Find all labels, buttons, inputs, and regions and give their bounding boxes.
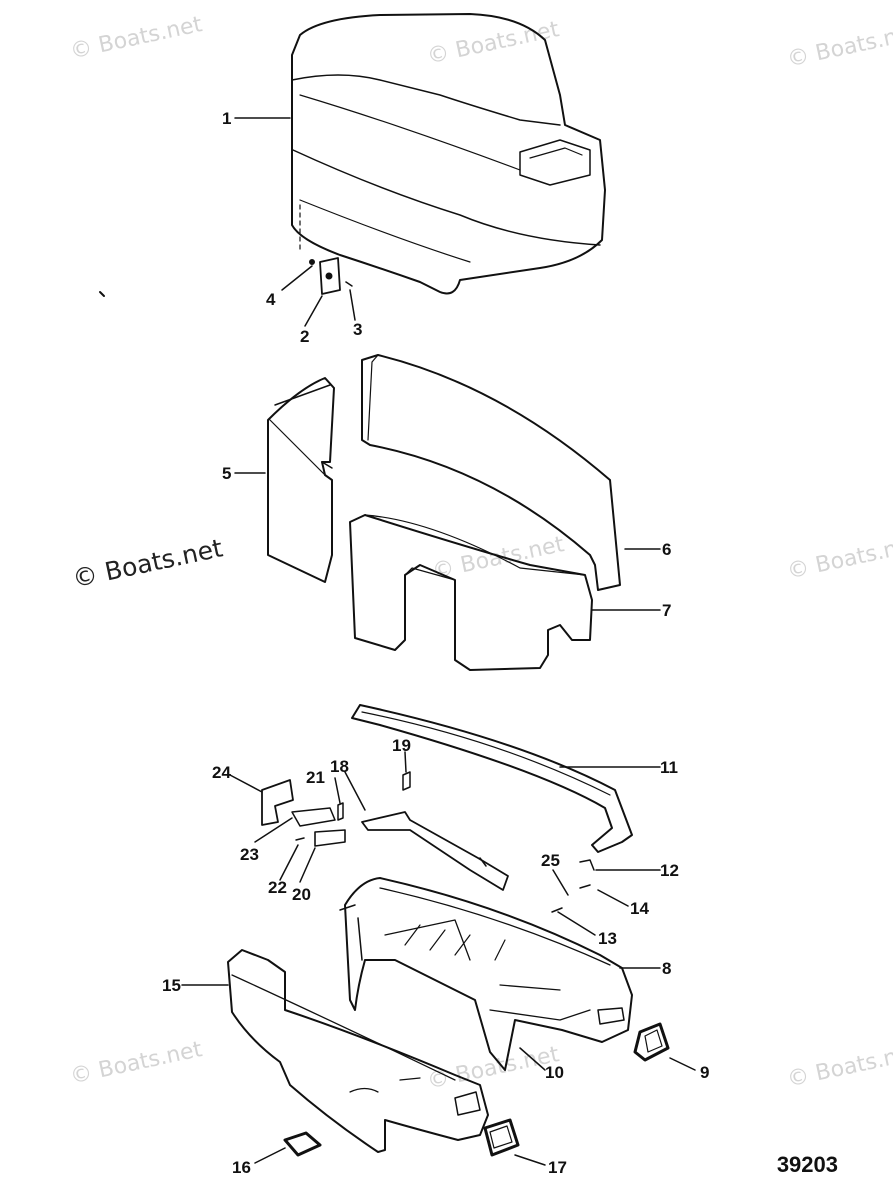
stray-mark [99,291,105,297]
top-cowl [291,13,606,295]
callout-4: 4 [266,290,276,309]
callout-1: 1 [222,109,231,128]
callout-18: 18 [330,757,349,776]
grommet-16 [283,1131,322,1157]
lower-acoustic-panel [349,514,593,671]
small-hardware [261,771,595,913]
grommet-17 [483,1118,520,1157]
front-lower-cowl [227,949,489,1153]
latch-bracket [309,257,353,295]
callout-19: 19 [392,736,411,755]
callout-11: 11 [660,758,678,777]
callout-23: 23 [240,845,259,864]
rear-lower-cowl [339,877,633,1071]
callout-16: 16 [232,1158,251,1177]
drawing-number: 39203 [776,1152,838,1177]
callout-5: 5 [222,464,231,483]
callout-20: 20 [292,885,311,904]
callout-15: 15 [162,976,181,995]
callout-8: 8 [662,959,671,978]
side-acoustic-panel [267,377,335,583]
callout-22: 22 [268,878,287,897]
callout-24: 24 [212,763,231,782]
rear-acoustic-panel [361,354,621,591]
callout-9: 9 [700,1063,709,1082]
callout-7: 7 [662,601,671,620]
grommet-9 [633,1022,670,1062]
callout-21: 21 [306,768,325,787]
callout-12: 12 [660,861,679,880]
callout-25: 25 [541,851,560,870]
callout-3: 3 [353,320,362,339]
callout-14: 14 [630,899,649,918]
callout-13: 13 [598,929,617,948]
callout-10: 10 [545,1063,564,1082]
front-seal [351,704,633,853]
callout-numbers: 1 2 3 4 5 6 7 8 9 10 11 12 13 14 15 16 1… [162,109,709,1177]
callout-17: 17 [548,1158,567,1177]
leader-lines [181,117,696,1166]
callout-2: 2 [300,327,309,346]
callout-6: 6 [662,540,671,559]
latch-lever [361,811,509,891]
